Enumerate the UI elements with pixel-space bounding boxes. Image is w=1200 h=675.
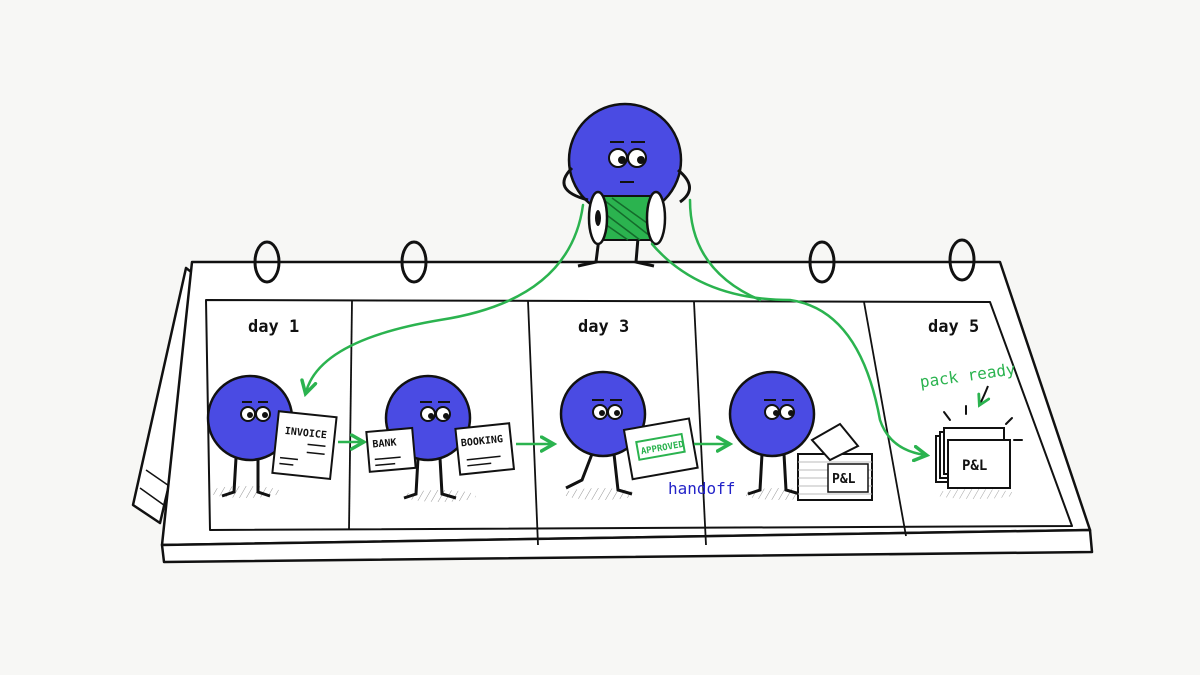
handoff-annotation: handoff (668, 479, 735, 498)
pnl-box: P&L (797, 422, 873, 501)
coordinator-character (562, 102, 691, 268)
panel-day-2: BANK BOOKING (365, 374, 516, 502)
panel-day-4: P&L (728, 370, 873, 501)
svg-text:INVOICE: INVOICE (284, 426, 327, 441)
panel-day-3: APPROVED (559, 370, 699, 500)
day-label-3: day 3 (578, 317, 629, 337)
approved-document: APPROVED (622, 417, 699, 481)
thread-lines (306, 198, 925, 455)
spool-icon (587, 190, 667, 246)
invoice-document: INVOICE (271, 410, 338, 481)
panel-day-1: INVOICE (206, 374, 338, 498)
day-label-1: day 1 (248, 317, 299, 337)
svg-text:P&L: P&L (962, 458, 987, 474)
svg-text:BOOKING: BOOKING (460, 434, 503, 449)
pnl-pack: P&L (935, 427, 1011, 489)
booking-document: BOOKING (454, 422, 516, 476)
day-label-5: day 5 (928, 317, 979, 337)
bank-document: BANK (365, 426, 417, 473)
svg-text:BANK: BANK (372, 437, 397, 450)
svg-text:P&L: P&L (832, 472, 856, 487)
calendar-ring-icon (253, 238, 976, 284)
